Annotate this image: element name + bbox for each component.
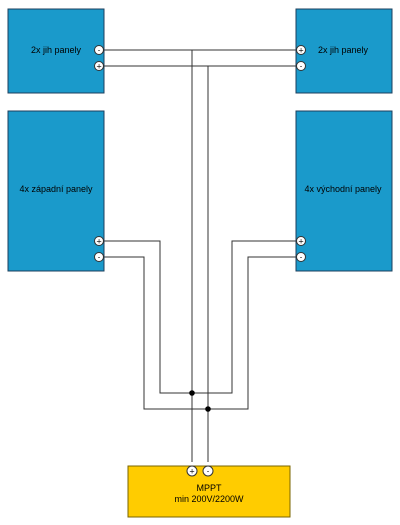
- terminal-sign: -: [300, 63, 303, 71]
- terminal-icon: [186, 465, 198, 477]
- terminal-sign: +: [189, 468, 195, 476]
- wires: [104, 49, 296, 462]
- terminal-sign: +: [298, 47, 304, 55]
- panel-west-label: 4x západní panely: [19, 184, 93, 194]
- terminal-sign: +: [298, 238, 304, 246]
- terminal-icon: [94, 236, 104, 246]
- terminal-icon: [296, 236, 306, 246]
- wire-west-negative: [104, 256, 208, 410]
- panel-east: 4x východní panely + -: [295, 110, 393, 272]
- mppt-unit: + - MPPT min 200V/2200W: [127, 465, 291, 518]
- mppt-spec: min 200V/2200W: [174, 494, 244, 504]
- panel-south-right: 2x jih panely + -: [295, 8, 393, 94]
- terminal-icon: [94, 252, 104, 262]
- terminal-sign: -: [98, 254, 101, 262]
- terminal-sign: -: [98, 47, 101, 55]
- terminal-sign: -: [207, 468, 210, 476]
- panel-west: 4x západní panely + -: [7, 110, 105, 272]
- terminal-icon: [296, 61, 306, 71]
- junction-positive: [189, 390, 195, 396]
- terminal-icon: [296, 252, 306, 262]
- terminal-icon: [94, 61, 104, 71]
- junction-negative: [205, 406, 211, 412]
- terminal-icon: [94, 45, 104, 55]
- wire-east-negative: [208, 256, 296, 410]
- panel-south-left-label: 2x jih panely: [31, 45, 82, 55]
- terminal-sign: +: [96, 238, 102, 246]
- terminal-sign: +: [96, 63, 102, 71]
- mppt-title: MPPT: [196, 483, 222, 493]
- panel-south-right-label: 2x jih panely: [318, 45, 369, 55]
- terminal-sign: -: [300, 254, 303, 262]
- terminal-icon: [202, 465, 214, 477]
- wire-west-positive: [104, 240, 192, 394]
- terminal-icon: [296, 45, 306, 55]
- panel-east-label: 4x východní panely: [304, 184, 382, 194]
- wire-east-positive: [192, 240, 296, 394]
- panel-south-left: 2x jih panely - +: [7, 8, 105, 94]
